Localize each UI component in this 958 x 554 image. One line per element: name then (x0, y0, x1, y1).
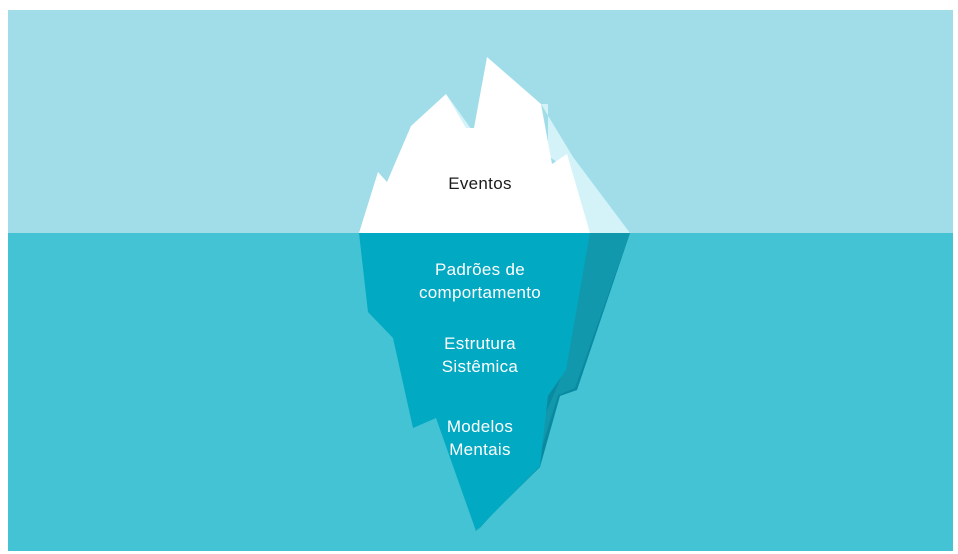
structure-label: Estrutura Sistêmica (410, 332, 550, 378)
structure-label-line1: Estrutura (444, 334, 516, 353)
structure-label-line2: Sistêmica (441, 357, 519, 376)
iceberg-tip (359, 57, 590, 233)
mental-models-label: Modelos Mentais (414, 415, 546, 461)
iceberg-underwater-shade (478, 233, 630, 530)
patterns-label-line1: Padrões de (435, 260, 525, 279)
events-label: Eventos (420, 172, 540, 195)
mental-models-label-line2: Mentais (449, 440, 511, 459)
patterns-label: Padrões de comportamento (396, 258, 564, 304)
events-label-text: Eventos (448, 174, 512, 193)
mental-models-label-line1: Modelos (446, 417, 514, 436)
iceberg-tip-shade-left (446, 94, 472, 130)
iceberg-underwater (359, 233, 590, 531)
iceberg-tip-shade (541, 104, 630, 233)
patterns-label-line2: comportamento (418, 283, 541, 302)
